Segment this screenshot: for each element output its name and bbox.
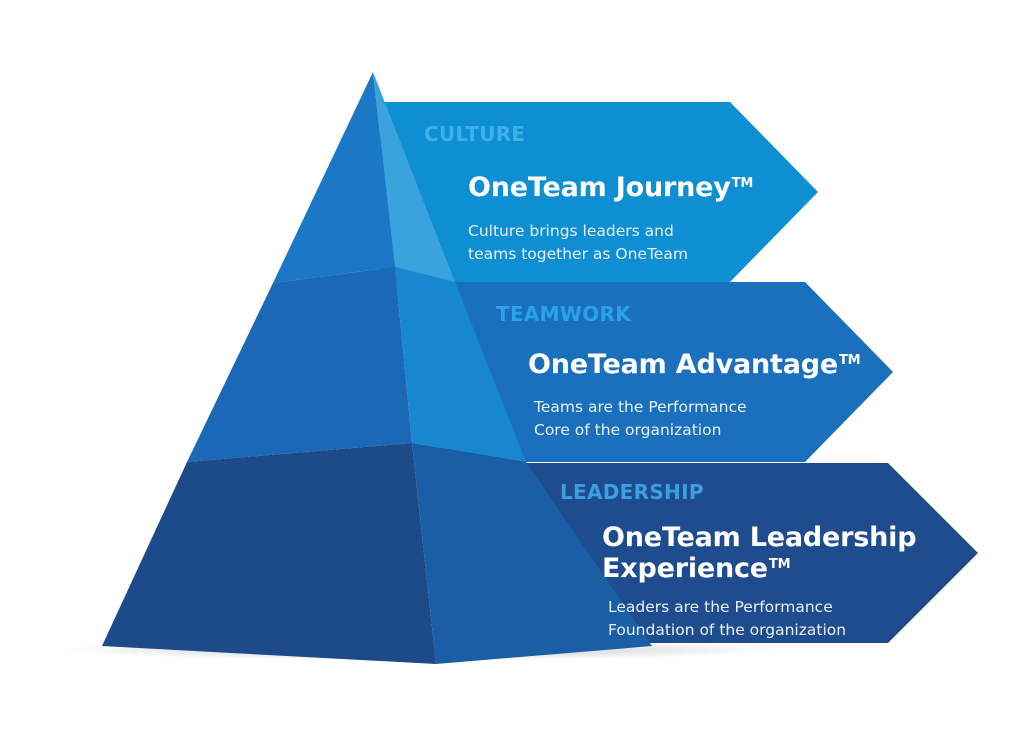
description-leadership: Leaders are the Performance Foundation o… bbox=[608, 598, 847, 639]
title-oneteam-advantage: OneTeam AdvantageTM bbox=[528, 349, 861, 380]
description-teamwork: Teams are the Performance Core of the or… bbox=[534, 398, 747, 439]
title-oneteam-leadership: OneTeam Leadership ExperienceTM bbox=[602, 522, 917, 584]
tier-culture: CULTURE OneTeam JourneyTM Culture brings… bbox=[424, 122, 753, 266]
category-culture: CULTURE bbox=[424, 122, 526, 146]
category-teamwork: TEAMWORK bbox=[496, 302, 632, 326]
pyramid-base-right-face bbox=[412, 443, 652, 664]
band-leadership bbox=[505, 463, 978, 643]
pyramid-mid-right-face bbox=[395, 267, 526, 462]
trademark-mark: TM bbox=[731, 176, 754, 191]
tier-teamwork: TEAMWORK OneTeam AdvantageTM Teams are t… bbox=[496, 302, 861, 442]
pyramid-base-left-face bbox=[102, 443, 436, 664]
band-culture bbox=[380, 102, 818, 282]
description-culture: Culture brings leaders and teams togethe… bbox=[468, 222, 688, 263]
pyramid-top-left-face bbox=[273, 72, 395, 283]
trademark-mark: TM bbox=[768, 557, 791, 572]
pyramid-top-right-face bbox=[373, 72, 455, 282]
tier-leadership: LEADERSHIP OneTeam Leadership Experience… bbox=[560, 480, 917, 642]
trademark-mark: TM bbox=[839, 353, 861, 368]
pyramid-mid-left-face bbox=[187, 267, 412, 462]
band-teamwork bbox=[440, 282, 893, 462]
title-oneteam-journey: OneTeam JourneyTM bbox=[468, 172, 754, 203]
category-leadership: LEADERSHIP bbox=[560, 480, 704, 504]
